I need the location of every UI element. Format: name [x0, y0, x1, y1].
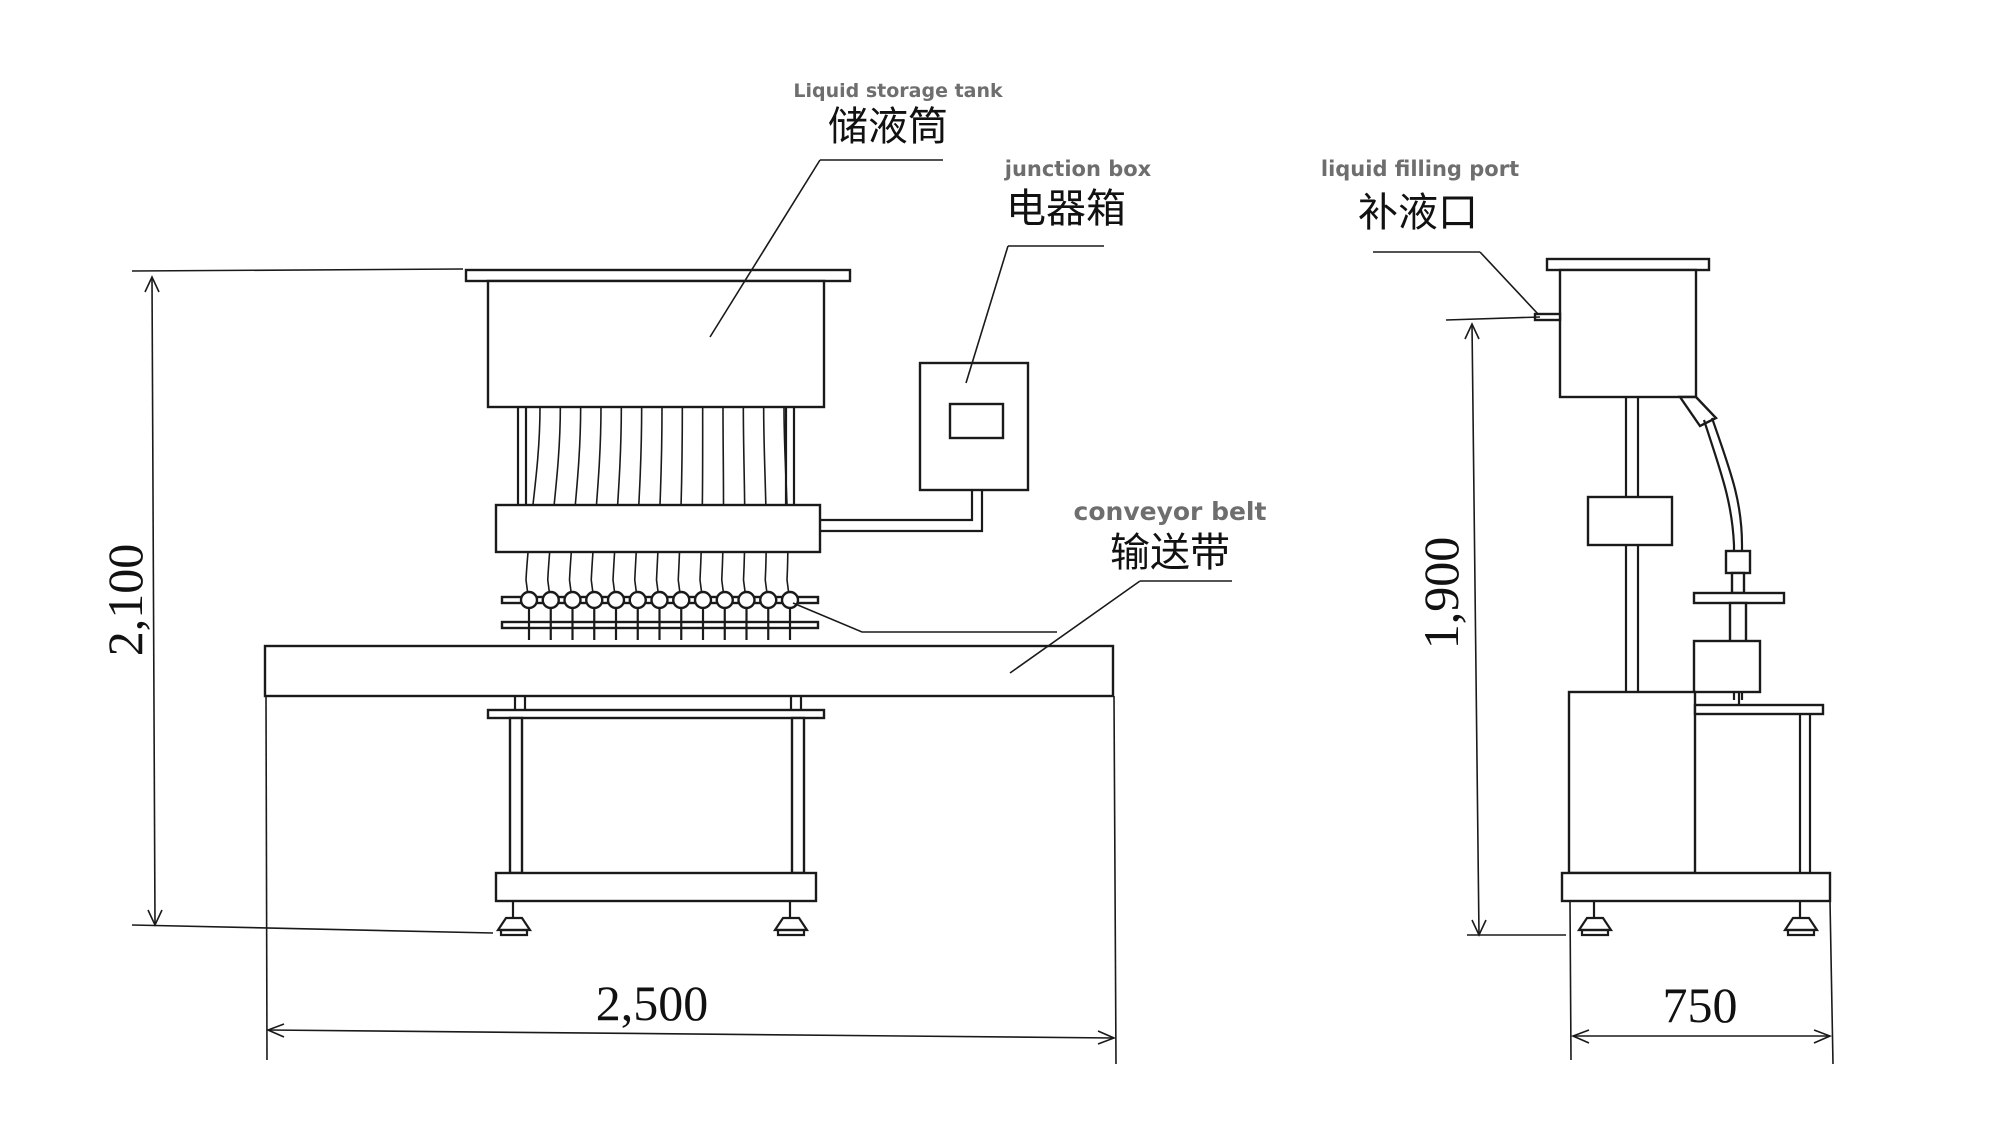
feed-tube — [655, 406, 663, 604]
filling-nozzle — [737, 590, 756, 610]
feed-tube — [568, 406, 582, 604]
storage-tank-label-zh: 储液筒 — [828, 104, 948, 150]
feed-tube — [612, 406, 623, 604]
junction-box-label-en: junction box — [1004, 157, 1152, 181]
feed-tube — [525, 406, 541, 604]
conveyor-belt-label-en: conveyor belt — [1074, 497, 1267, 526]
manifold-block — [494, 503, 822, 554]
feed-tubes — [525, 406, 791, 604]
feed-tube — [720, 406, 726, 604]
filling-nozzle — [759, 590, 778, 610]
conveyor-belt — [263, 644, 1115, 698]
side-storage-tank — [1545, 257, 1711, 399]
side-hose — [1702, 419, 1736, 700]
storage-tank — [464, 268, 852, 409]
feed-tube — [762, 406, 770, 604]
tank-outlet — [1677, 395, 1718, 428]
front-width-dimension: 2,500 — [596, 975, 709, 1031]
feed-tube — [633, 406, 643, 604]
dimension-lines — [131, 268, 1834, 1065]
filling-nozzle — [585, 590, 604, 610]
feed-tube — [699, 406, 704, 604]
storage-tank-label-en: Liquid storage tank — [793, 80, 1003, 102]
side-nozzle-assembly — [1692, 549, 1786, 645]
filling-nozzle — [650, 590, 669, 610]
feed-tube — [783, 406, 791, 604]
feed-tube — [742, 406, 748, 604]
filling-nozzle — [519, 590, 539, 610]
filling-port-label-zh: 补液口 — [1358, 190, 1478, 236]
side-mid-block — [1586, 495, 1674, 547]
filling-nozzle — [563, 590, 582, 610]
filling-nozzle — [693, 590, 713, 610]
side-cabinet — [1560, 690, 1832, 903]
junction-box — [918, 361, 1030, 492]
side-view — [1533, 257, 1832, 937]
tank-support-posts — [516, 407, 796, 505]
conveyor-belt-label-zh: 输送带 — [1110, 530, 1230, 576]
filling-nozzle — [606, 590, 626, 610]
filling-nozzle — [628, 590, 647, 610]
leader-lines — [709, 159, 1539, 674]
filling-nozzle — [541, 590, 560, 610]
front-leveling-feet — [495, 901, 810, 937]
feed-tube — [590, 406, 602, 604]
front-view — [263, 268, 1115, 937]
filling-nozzle — [672, 590, 691, 610]
filling-nozzle — [780, 590, 800, 610]
filling-nozzles — [519, 590, 800, 640]
conveyor-guide-line — [792, 602, 1057, 633]
side-height-dimension: 1,900 — [1413, 537, 1469, 650]
filling-nozzle — [715, 590, 734, 610]
table-frame — [486, 696, 826, 903]
front-height-dimension: 2,100 — [97, 544, 153, 657]
feed-tube — [546, 406, 562, 604]
side-width-dimension: 750 — [1663, 977, 1738, 1033]
junction-box-label-zh: 电器箱 — [1006, 186, 1126, 232]
filling-port-label-en: liquid filling port — [1321, 157, 1519, 181]
side-product-block — [1692, 639, 1762, 694]
side-leveling-feet — [1576, 901, 1820, 937]
feed-tube — [677, 406, 684, 604]
junction-box-pipe — [820, 490, 984, 533]
